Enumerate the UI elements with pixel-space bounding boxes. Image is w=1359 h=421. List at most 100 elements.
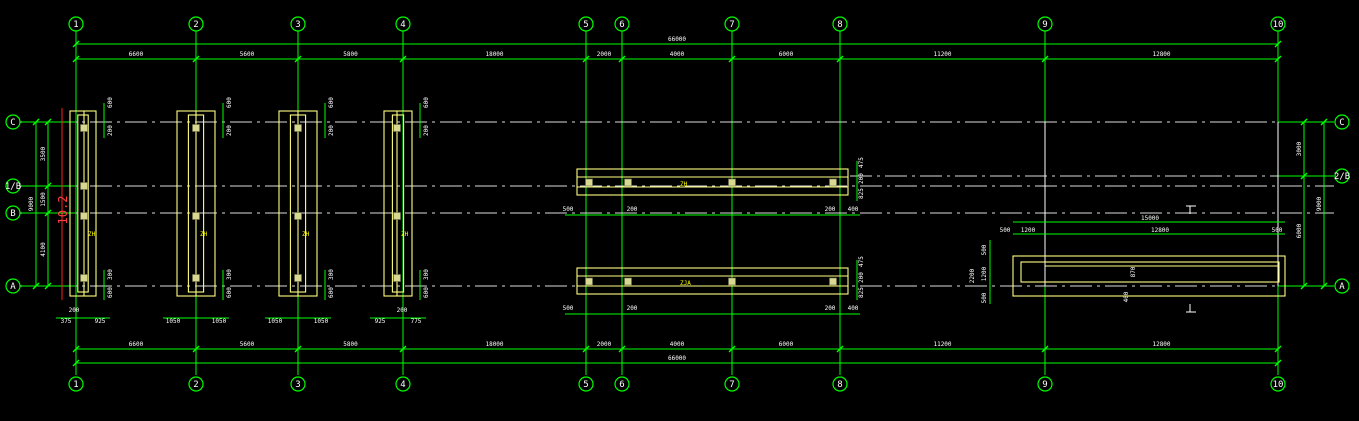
grid-bubble-bottom-4-circle <box>395 376 411 392</box>
post-4-outline <box>383 110 413 297</box>
beam-2-column-1 <box>624 277 632 286</box>
beam-2-dim-200-right: 200 <box>825 305 836 312</box>
dim-top-bays-tick-7 <box>836 55 844 63</box>
grid-bubble-top-1-circle <box>68 16 84 32</box>
tank-dim-v-2200: 2200 <box>969 268 976 283</box>
post-4-column-2 <box>393 212 401 220</box>
grid-bubble-left-2-label: B <box>10 209 15 219</box>
post-2-dim-600-bot: 600 <box>226 287 233 298</box>
tank-dim-left-500: 500 <box>1000 227 1011 234</box>
dim-left-parts-tick-3 <box>44 282 52 290</box>
grid-bubble-bottom-1-circle <box>68 376 84 392</box>
tank-dim-v-1200: 1200 <box>981 266 988 281</box>
beam-1-column-0 <box>585 178 593 187</box>
dim-top-bays-text-3: 18000 <box>485 51 503 58</box>
dim-bottom-bays-tick-5 <box>618 345 626 353</box>
dim-right-total-text-0: 9000 <box>1316 196 1323 211</box>
post-1-dim-600-top: 600 <box>107 97 114 108</box>
dim-top-bays-text-4: 2000 <box>597 51 612 58</box>
grid-bubble-top-2-circle <box>188 16 204 32</box>
tank-outline <box>1012 255 1286 297</box>
tank-dim-top: 15000 <box>1141 215 1159 222</box>
dim-left-parts-tick-2 <box>44 209 52 217</box>
post-4-column-3 <box>393 274 401 282</box>
beam-1-outline <box>576 168 849 196</box>
dim-right-parts-tick-2 <box>1300 282 1308 290</box>
grid-bubble-bottom-7-label: 7 <box>729 380 734 390</box>
grid-bubble-bottom-3-circle <box>290 376 306 392</box>
post-4-dim-200-extra: 200 <box>397 307 408 314</box>
beam-2-dim-200-left: 200 <box>627 305 638 312</box>
grid-bubble-top-3-circle <box>290 16 306 32</box>
beam-1-dim-200-v: 200 <box>858 173 865 184</box>
post-1-dim-200-top: 200 <box>107 125 114 136</box>
dim-left-parts-tick-1 <box>44 182 52 190</box>
dim-top-overall-tick-1 <box>1274 40 1282 48</box>
post-3-dim-300-bot: 300 <box>328 269 335 280</box>
grid-bubble-left-0-label: C <box>10 118 15 128</box>
grid-bubble-top-4-circle <box>395 16 411 32</box>
dim-top-bays-text-5: 4000 <box>670 51 685 58</box>
grid-bubble-top-9-circle <box>1037 16 1053 32</box>
grid-bubble-top-10-label: 10 <box>1273 20 1284 30</box>
post-4-dim-600-top: 600 <box>423 97 430 108</box>
post-4-inner <box>391 114 405 293</box>
grid-bubble-left-3-circle <box>5 278 21 294</box>
dim-bottom-bays-text-4: 2000 <box>597 341 612 348</box>
beam-1-column-2 <box>728 178 736 187</box>
beam-1-dim-400: 400 <box>848 206 859 213</box>
post-4-dim-300-bot: 300 <box>423 269 430 280</box>
grid-bubble-bottom-3-label: 3 <box>295 380 300 390</box>
grid-bubble-top-1-label: 1 <box>73 20 78 30</box>
tank-inner <box>1020 261 1280 283</box>
grid-bubble-left-2-circle <box>5 205 21 221</box>
beam-2-dim-500: 500 <box>563 305 574 312</box>
post-3-dim-600-bot: 600 <box>328 287 335 298</box>
beam-1-dim-475: 475 <box>858 157 865 168</box>
dim-top-bays-tick-6 <box>728 55 736 63</box>
dim-bottom-bays-text-0: 6600 <box>129 341 144 348</box>
dim-bottom-bays-tick-9 <box>1274 345 1282 353</box>
grid-bubble-left-1-circle <box>5 178 21 194</box>
dim-bottom-bays-tick-6 <box>728 345 736 353</box>
grid-bubble-top-2-label: 2 <box>193 20 198 30</box>
dim-top-bays-text-0: 6600 <box>129 51 144 58</box>
beam-2-dim-475: 475 <box>858 256 865 267</box>
beam-2-outline <box>576 267 849 295</box>
dim-bottom-bays-tick-1 <box>192 345 200 353</box>
beam-2-mark: ZJA <box>680 280 691 287</box>
grid-bubble-top-8-circle <box>832 16 848 32</box>
dim-left-parts-text-1: 1500 <box>40 192 47 207</box>
dim-left-parts-text-2: 4100 <box>40 242 47 257</box>
dim-right-parts-tick-0 <box>1300 118 1308 126</box>
grid-bubble-top-4-label: 4 <box>400 20 405 30</box>
dim-left-parts-tick-0 <box>44 118 52 126</box>
grid-bubble-top-10-circle <box>1270 16 1286 32</box>
grid-bubble-right-2-label: A <box>1339 282 1345 292</box>
post-3-column-3 <box>294 274 302 282</box>
post-3-dim-600-top: 600 <box>328 97 335 108</box>
beam-1-column-1 <box>624 178 632 187</box>
dim-left-total-tick-0 <box>32 118 40 126</box>
dim-bottom-bays-text-8: 12800 <box>1152 341 1170 348</box>
grid-bubble-top-7-circle <box>724 16 740 32</box>
grid-bubble-bottom-7-circle <box>724 376 740 392</box>
grid-bubble-right-0-label: C <box>1339 118 1344 128</box>
dim-right-total-tick-1 <box>1320 282 1328 290</box>
post-2-dim-300-bot: 300 <box>226 269 233 280</box>
beam-1-column-3 <box>829 178 837 187</box>
beam-2-dim-200-v: 200 <box>858 272 865 283</box>
grid-bubble-left-3-label: A <box>10 282 16 292</box>
post-3-dim-bottom-1: 1050 <box>314 318 329 325</box>
dim-left-parts-text-0: 3500 <box>40 146 47 161</box>
dim-bottom-overall-text-0: 66000 <box>668 355 686 362</box>
dim-bottom-bays-tick-0 <box>72 345 80 353</box>
dim-top-bays-tick-5 <box>618 55 626 63</box>
grid-bubble-top-9-label: 9 <box>1042 20 1047 30</box>
post-2-dim-bottom-1: 1050 <box>212 318 227 325</box>
dim-top-bays-tick-8 <box>1041 55 1049 63</box>
grid-bubble-bottom-8-label: 8 <box>837 380 842 390</box>
post-3-mark: ZH <box>302 231 310 238</box>
grid-bubble-bottom-6-label: 6 <box>619 380 624 390</box>
